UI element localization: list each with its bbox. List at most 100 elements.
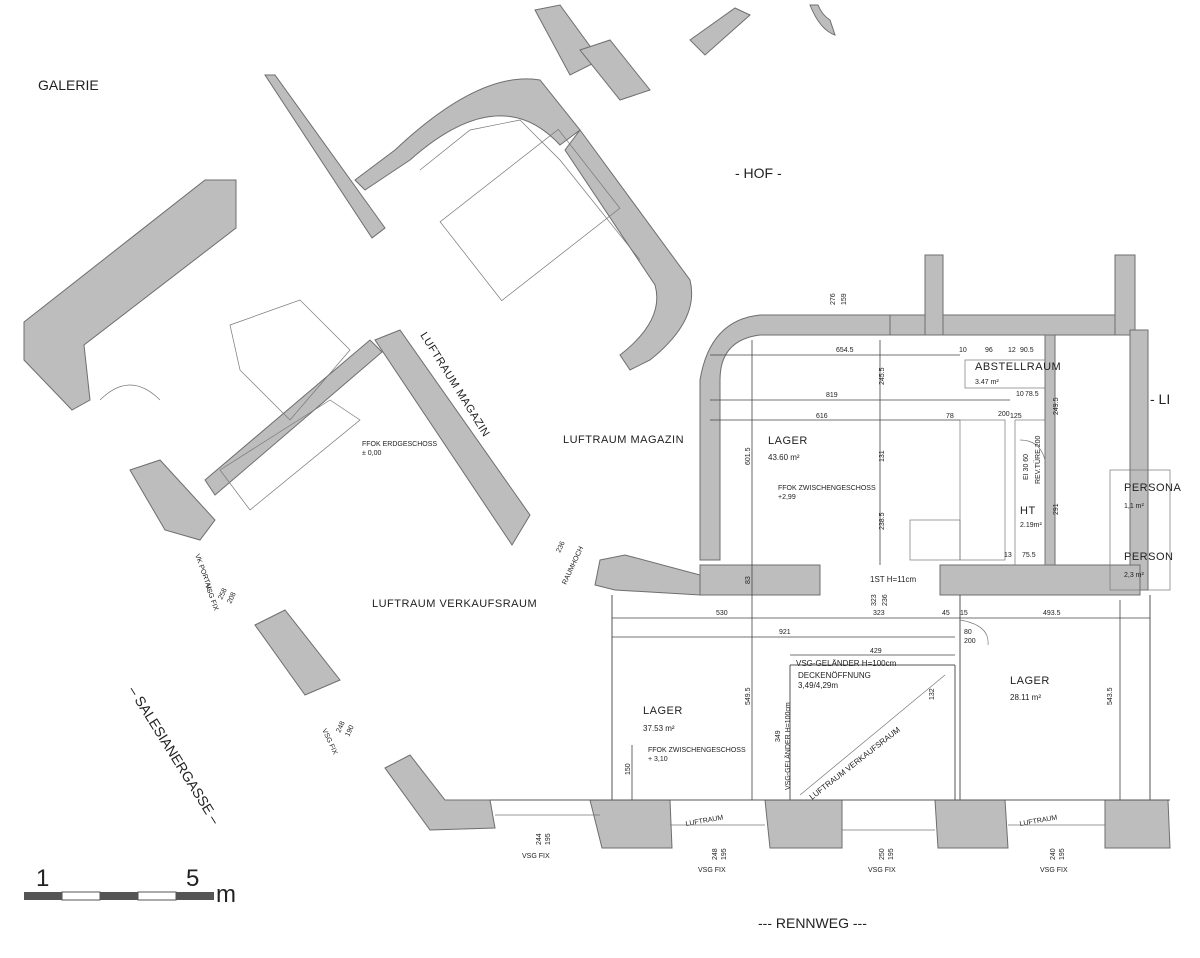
room-lager-2-area: 37.53 m² — [643, 724, 675, 733]
label-vsg-fix-6: VSG FIX — [320, 728, 338, 756]
room-person-2-name: PERSON — [1124, 551, 1173, 563]
dim-75-5: 75.5 — [1022, 552, 1036, 559]
wall-pier-3 — [934, 799, 1009, 849]
dim-616: 616 — [816, 413, 828, 420]
dim-10b: 10 — [1016, 391, 1024, 398]
scale-seg-4 — [137, 891, 177, 901]
dim-159: 159 — [841, 293, 848, 305]
dim-493-5: 493.5 — [1043, 610, 1061, 617]
label-ffok-zw1: FFOK ZWISCHENGESCHOSS — [778, 485, 876, 492]
label-luftraum-verkaufsraum: LUFTRAUM VERKAUFSRAUM — [372, 598, 537, 610]
wall-facade-1 — [254, 609, 341, 696]
dim-530: 530 — [716, 610, 728, 617]
dim-429: 429 — [870, 648, 882, 655]
dim-236: 236 — [882, 594, 889, 606]
scale-seg-1 — [24, 892, 62, 900]
dim-96: 96 — [985, 347, 993, 354]
dim-291: 291 — [1053, 503, 1060, 515]
wall-top-block-3 — [689, 7, 751, 56]
dim-131: 131 — [879, 450, 886, 462]
dim-150: 150 — [625, 763, 632, 775]
wall-entry-diag — [594, 554, 701, 596]
scale-seg-2 — [61, 891, 101, 901]
wall-top-block-1 — [534, 4, 601, 76]
dim-323a: 323 — [871, 594, 878, 606]
label-vsg-gelaender-h: VSG-GELÄNDER H=100cm — [796, 659, 897, 668]
dim-349: 349 — [775, 730, 782, 742]
label-step: 1ST H=11cm — [870, 575, 917, 584]
label-vk-portal: VK PORTAL — [193, 553, 213, 592]
wall-luftraum-diag — [374, 329, 531, 546]
room-abstellraum-area: 3.47 m² — [975, 379, 999, 386]
dim-w248b: 248 — [335, 720, 346, 734]
label-vsg-fix-3: VSG FIX — [868, 867, 896, 874]
dim-80: 80 — [964, 629, 972, 636]
scale-seg-5 — [176, 892, 214, 900]
dim-78: 78 — [946, 413, 954, 420]
label-luftraum-verkaufsraum-diag: LUFTRAUM VERKAUFSRAUM — [808, 725, 902, 802]
dim-276: 276 — [830, 293, 837, 305]
dim-12: 12 — [1008, 347, 1016, 354]
dim-w250: 250 — [879, 848, 886, 860]
dim-132: 132 — [929, 688, 936, 700]
scale-end: 5 — [186, 865, 199, 892]
wall-mid-diag — [204, 339, 383, 496]
wall-stair-tower — [354, 78, 581, 191]
label-ffok-zw2: FFOK ZWISCHENGESCHOSS — [648, 747, 746, 754]
room-lager-2-name: LAGER — [643, 705, 683, 717]
dim-h208: 208 — [226, 591, 237, 605]
label-ffok-zw1-val: +2,99 — [778, 494, 796, 501]
dim-w248: 248 — [712, 848, 719, 860]
room-lager-1-area: 43.60 m² — [768, 453, 800, 462]
dim-h190: 190 — [344, 724, 355, 738]
dim-90-5: 90.5 — [1020, 347, 1034, 354]
dim-78-5: 78.5 — [1025, 391, 1039, 398]
label-deckenoeffnung: DECKENÖFFNUNG — [798, 671, 871, 680]
dim-245-5: 245.5 — [879, 367, 886, 385]
dim-601-5: 601.5 — [745, 447, 752, 465]
label-salesianergasse: – SALESIANERGASSE – — [125, 683, 223, 827]
dim-543-5: 543.5 — [1107, 687, 1114, 705]
label-ffok-zw2-val: + 3,10 — [648, 756, 668, 763]
room-ht-area: 2.19m² — [1020, 522, 1042, 529]
wall-right-col-1 — [924, 254, 944, 336]
room-lager-1-name: LAGER — [768, 435, 808, 447]
dim-h195c: 195 — [888, 848, 895, 860]
dim-654-5: 654.5 — [836, 347, 854, 354]
label-raumhoch: RAUMHOCH — [561, 546, 585, 586]
dim-45: 45 — [942, 610, 950, 617]
dim-ei30: EI 30 60 — [1023, 454, 1030, 480]
room-labels: LAGER 43.60 m² LAGER 37.53 m² LAGER 28.1… — [643, 361, 1181, 733]
label-ffok-eg: FFOK ERDGESCHOSS — [362, 441, 437, 448]
wall-facade-2 — [384, 754, 496, 831]
label-luftraum-magazin-b: LUFTRAUM MAGAZIN — [563, 434, 684, 446]
wall-pier-2 — [764, 799, 843, 849]
label-luftraum-small-2: LUFTRAUM — [1019, 814, 1058, 828]
dim-921: 921 — [779, 629, 791, 636]
wall-right-col-2 — [1114, 254, 1136, 336]
label-ffok-eg-val: ± 0,00 — [362, 450, 382, 457]
label-raumhoch-val: 236 — [555, 540, 566, 554]
label-rennweg: --- RENNWEG --- — [758, 915, 867, 931]
dim-15: 15 — [960, 610, 968, 617]
label-luftraum-small-1: LUFTRAUM — [685, 814, 724, 828]
room-ht-name: HT — [1020, 505, 1036, 517]
dimension-labels: 276 159 654.5 10 96 12 90.5 819 616 78.5… — [217, 293, 1114, 860]
wall-mid-horizontal — [699, 564, 821, 596]
label-hof: - HOF - — [735, 165, 782, 181]
label-vsg-fix-1: VSG FIX — [522, 853, 550, 860]
dim-10a: 10 — [959, 347, 967, 354]
walls — [23, 4, 1171, 849]
wall-top-arc — [809, 4, 836, 36]
dim-w240: 240 — [1050, 848, 1057, 860]
dim-200a: 200 — [998, 411, 1010, 418]
label-vsg-fix-2: VSG FIX — [698, 867, 726, 874]
room-person-1-area: 1,1 m² — [1124, 503, 1145, 510]
dim-w258: 258 — [217, 587, 228, 601]
scale-unit: m — [216, 881, 236, 908]
room-person-1-name: PERSONA — [1124, 482, 1181, 494]
room-person-2-area: 2,3 m² — [1124, 572, 1145, 579]
dim-h195b: 195 — [721, 848, 728, 860]
room-lager-3-name: LAGER — [1010, 675, 1050, 687]
